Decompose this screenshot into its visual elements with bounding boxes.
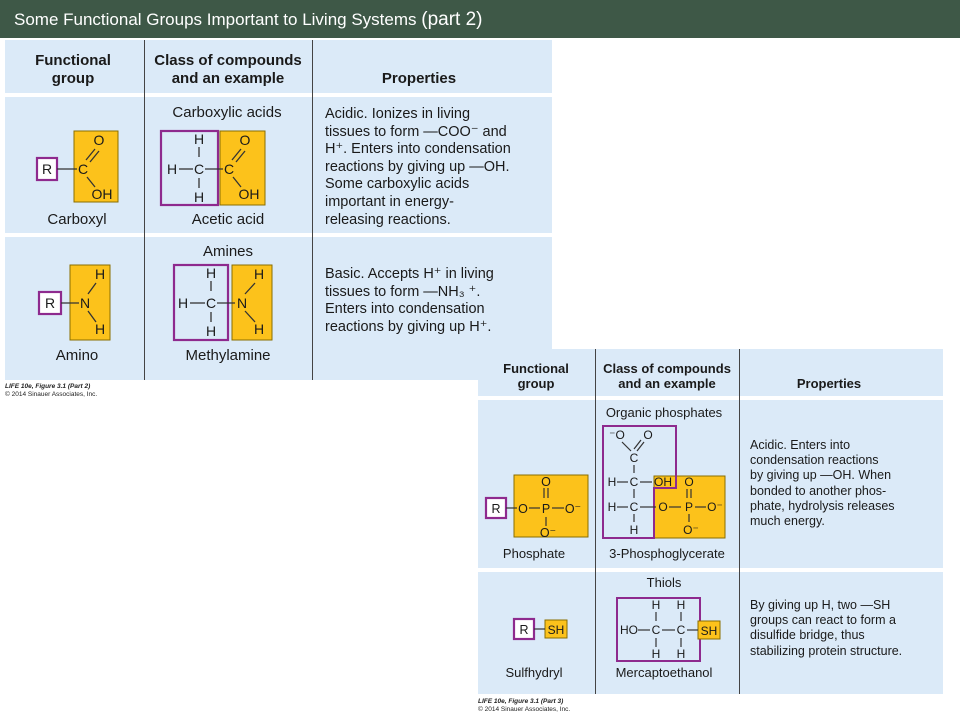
group-name: Amino — [55, 347, 99, 364]
svg-text:O: O — [518, 502, 528, 516]
title-bar: Some Functional Groups Important to Livi… — [0, 0, 960, 38]
svg-text:O⁻: O⁻ — [565, 502, 581, 516]
properties-text: Acidic. Ionizes in living tissues to for… — [325, 106, 511, 228]
example-name: Acetic acid — [191, 211, 265, 228]
svg-text:H: H — [677, 598, 686, 612]
svg-text:C: C — [206, 295, 216, 311]
svg-text:O⁻: O⁻ — [707, 500, 723, 514]
svg-text:R: R — [491, 502, 500, 516]
carboxyl-group-structure: R C O OH — [35, 130, 119, 203]
example-name: 3-Phosphoglycerate — [609, 546, 725, 561]
svg-text:C: C — [630, 475, 639, 489]
properties-text: By giving up H, two —SH groups can react… — [750, 598, 903, 658]
table-divider — [478, 396, 943, 400]
svg-text:N: N — [80, 295, 90, 311]
svg-text:O: O — [541, 475, 551, 489]
class-name: Amines — [202, 243, 254, 260]
svg-text:C: C — [630, 451, 639, 465]
acetic-acid-structure: H H C H C O OH — [159, 129, 266, 207]
class-name: Organic phosphates — [605, 405, 723, 420]
svg-text:HO: HO — [620, 623, 638, 637]
svg-text:O⁻: O⁻ — [683, 523, 699, 537]
svg-text:C: C — [194, 161, 204, 177]
group-name: Carboxyl — [47, 211, 107, 228]
svg-text:N: N — [237, 295, 247, 311]
svg-text:OH: OH — [92, 186, 113, 202]
amino-group-structure: R N H H — [37, 264, 111, 341]
group-name: Sulfhydryl — [505, 665, 563, 680]
svg-text:C: C — [677, 623, 686, 637]
svg-text:O: O — [643, 428, 652, 442]
svg-text:OH: OH — [654, 475, 672, 489]
svg-text:H: H — [95, 321, 105, 337]
class-name: Carboxylic acids — [172, 104, 282, 121]
header-properties: Properties — [796, 376, 862, 391]
svg-text:H: H — [95, 266, 105, 282]
svg-text:H: H — [677, 647, 686, 661]
figure-credit: LIFE 10e, Figure 3.1 (Part 2) © 2014 Sin… — [5, 383, 98, 398]
slide-title: Some Functional Groups Important to Livi… — [14, 9, 483, 31]
svg-text:H: H — [608, 500, 617, 514]
methylamine-structure: H H C H N H H — [172, 263, 273, 342]
figure-credit: LIFE 10e, Figure 3.1 (Part 3) © 2014 Sin… — [478, 698, 571, 713]
svg-text:H: H — [194, 131, 204, 147]
slide-title-main: Some Functional Groups Important to Livi… — [14, 10, 417, 29]
sulfhydryl-group-structure: R SH — [512, 617, 568, 641]
svg-text:H: H — [254, 321, 264, 337]
svg-text:SH: SH — [701, 624, 718, 638]
svg-text:OH: OH — [239, 186, 260, 202]
svg-text:O: O — [94, 132, 105, 148]
svg-text:C: C — [652, 623, 661, 637]
svg-text:⁻O: ⁻O — [609, 428, 625, 442]
properties-text: Acidic. Enters into condensation reactio… — [750, 438, 895, 529]
svg-text:O: O — [684, 475, 693, 489]
properties-text: Basic. Accepts H⁺ in living tissues to f… — [325, 266, 494, 335]
svg-text:C: C — [630, 500, 639, 514]
column-divider — [312, 40, 314, 380]
column-divider — [144, 40, 146, 380]
svg-text:R: R — [42, 161, 52, 177]
table-divider — [478, 568, 943, 572]
svg-text:H: H — [167, 161, 177, 177]
svg-text:H: H — [206, 265, 216, 281]
svg-text:P: P — [685, 500, 693, 514]
svg-text:H: H — [254, 266, 264, 282]
svg-text:H: H — [652, 647, 661, 661]
svg-text:P: P — [542, 502, 550, 516]
phosphate-group-structure: R O O P O⁻ O⁻ — [484, 474, 589, 540]
example-name: Methylamine — [185, 347, 271, 364]
svg-text:O⁻: O⁻ — [540, 526, 556, 540]
svg-text:C: C — [224, 161, 234, 177]
svg-text:O: O — [240, 132, 251, 148]
table-divider — [5, 93, 552, 97]
group-name: Phosphate — [502, 546, 566, 561]
mercaptoethanol-structure: H H HO C C SH H H — [616, 597, 721, 662]
example-name: Mercaptoethanol — [615, 665, 713, 680]
slide-title-part: (part 2) — [421, 9, 483, 30]
svg-text:SH: SH — [548, 623, 565, 637]
svg-text:C: C — [78, 161, 88, 177]
class-name: Thiols — [646, 575, 682, 590]
svg-text:R: R — [519, 623, 528, 637]
svg-text:H: H — [652, 598, 661, 612]
column-divider — [595, 349, 597, 694]
header-properties: Properties — [381, 70, 457, 87]
column-divider — [739, 349, 741, 694]
svg-text:R: R — [45, 295, 55, 311]
svg-text:H: H — [194, 189, 204, 205]
svg-text:H: H — [206, 323, 216, 339]
svg-text:H: H — [178, 295, 188, 311]
table-divider — [5, 233, 552, 237]
svg-text:H: H — [630, 523, 639, 537]
svg-text:H: H — [608, 475, 617, 489]
svg-text:O: O — [658, 500, 667, 514]
phosphoglycerate-structure: ⁻O O C H C OH H C H O O P O⁻ O⁻ — [602, 425, 726, 539]
